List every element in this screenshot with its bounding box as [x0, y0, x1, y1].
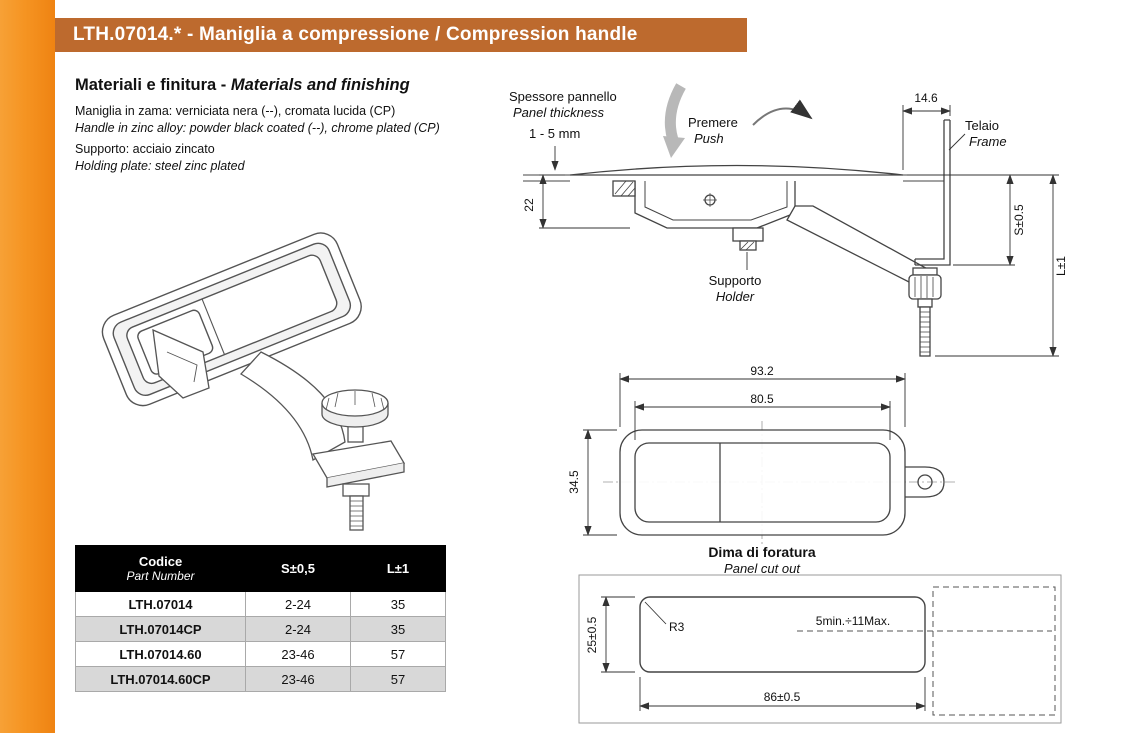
dim-34-5: 34.5: [567, 470, 581, 494]
cell-code: LTH.07014CP: [75, 616, 246, 642]
materials-heading: Materiali e finitura - Materials and fin…: [75, 76, 495, 95]
cell-code: LTH.07014.60CP: [75, 666, 246, 692]
header-code: Codice Part Number: [75, 545, 246, 592]
handle-pan: [101, 232, 362, 407]
label-holder-it: Supporto: [709, 273, 762, 288]
label-panel-thickness-en: Panel thickness: [513, 105, 605, 120]
label-push-en: Push: [694, 131, 724, 146]
radius-leader: [644, 601, 667, 625]
screw-section-geometry: [908, 267, 942, 357]
isometric-product-drawing: [101, 232, 406, 531]
cell-s: 2-24: [245, 616, 351, 642]
push-arrow-icon: [663, 83, 813, 158]
dim-80-5: 80.5: [750, 392, 774, 406]
side-view-dimensions: [539, 105, 1059, 357]
side-view-labels: Spessore pannello Panel thickness 1 - 5 …: [509, 89, 1068, 304]
label-panel-thickness-it: Spessore pannello: [509, 89, 617, 104]
dim-25: 25±0.5: [585, 616, 599, 653]
table-row: LTH.07014 2-24 35: [75, 591, 446, 617]
label-holder-en: Holder: [716, 289, 755, 304]
materials-line-handle-it: Maniglia in zama: verniciata nera (--), …: [75, 104, 396, 118]
dim-s: S±0.5: [1012, 204, 1026, 236]
panel-cutout-drawing: R3 5min.÷11Max. 25±0.5 86±0.5: [578, 574, 1062, 724]
header-code-it: Codice: [138, 554, 183, 569]
cell-code: LTH.07014: [75, 591, 246, 617]
parts-table: Codice Part Number S±0,5 L±1 LTH.07014 2…: [75, 545, 446, 692]
page-title: LTH.07014.* - Maniglia a compressione / …: [55, 18, 747, 52]
label-frame-en: Frame: [969, 134, 1007, 149]
dim-93-2: 93.2: [750, 365, 774, 378]
top-view-geometry: [619, 429, 945, 536]
materials-heading-en: Materials and finishing: [230, 76, 410, 94]
frame-section-geometry: [914, 119, 951, 266]
cell-s: 2-24: [245, 591, 351, 617]
cell-s: 23-46: [245, 666, 351, 692]
handle-section-geometry: [523, 164, 944, 284]
top-view-dimensions: [583, 373, 906, 536]
table-row: LTH.07014.60CP 23-46 57: [75, 666, 446, 692]
page-title-text: LTH.07014.* - Maniglia a compressione / …: [73, 24, 638, 45]
dim-14-6: 14.6: [914, 91, 938, 105]
materials-line-support-it: Supporto: acciaio zincato: [75, 142, 215, 156]
dim-edge-range: 5min.÷11Max.: [816, 614, 890, 628]
label-push-it: Premere: [688, 115, 738, 130]
top-view-drawing: 93.2 80.5 34.5 Dima di foratura Panel cu…: [567, 365, 957, 576]
materials-heading-it: Materiali e finitura -: [75, 76, 227, 94]
cell-l: 57: [350, 641, 446, 667]
dim-l: L±1: [1054, 256, 1068, 276]
header-code-en: Part Number: [126, 569, 195, 583]
dim-86: 86±0.5: [764, 690, 801, 704]
caption-cutout-it: Dima di foratura: [708, 544, 816, 560]
cutout-dimensions: [601, 596, 926, 711]
screw-assembly: [311, 389, 406, 531]
table-header-row: Codice Part Number S±0,5 L±1: [75, 545, 446, 592]
latch-hook: [152, 328, 210, 399]
cutout-labels: R3 5min.÷11Max. 25±0.5 86±0.5: [585, 614, 890, 704]
materials-section: Materiali e finitura - Materials and fin…: [75, 76, 495, 174]
left-accent-stripe: [0, 0, 55, 733]
label-frame-it: Telaio: [965, 118, 999, 133]
cell-l: 57: [350, 666, 446, 692]
cutout-slot: [639, 596, 926, 673]
table-row: LTH.07014.60 23-46 57: [75, 641, 446, 667]
dim-22: 22: [522, 198, 536, 212]
panel-outline: [578, 574, 1062, 724]
cell-l: 35: [350, 616, 446, 642]
top-view-labels: 93.2 80.5 34.5 Dima di foratura Panel cu…: [567, 365, 816, 576]
materials-line-handle-en: Handle in zinc alloy: powder black coate…: [75, 120, 440, 135]
side-section-view: Spessore pannello Panel thickness 1 - 5 …: [509, 83, 1068, 357]
materials-line-support-en: Holding plate: steel zinc plated: [75, 158, 245, 173]
panel-edge-range: [932, 586, 1056, 716]
cell-code: LTH.07014.60: [75, 641, 246, 667]
caption-cutout-en: Panel cut out: [724, 561, 801, 576]
header-s: S±0,5: [245, 545, 351, 592]
table-row: LTH.07014CP 2-24 35: [75, 616, 446, 642]
cell-l: 35: [350, 591, 446, 617]
header-l: L±1: [350, 545, 446, 592]
label-thickness-range: 1 - 5 mm: [529, 126, 580, 141]
dim-r3: R3: [669, 620, 685, 634]
cell-s: 23-46: [245, 641, 351, 667]
